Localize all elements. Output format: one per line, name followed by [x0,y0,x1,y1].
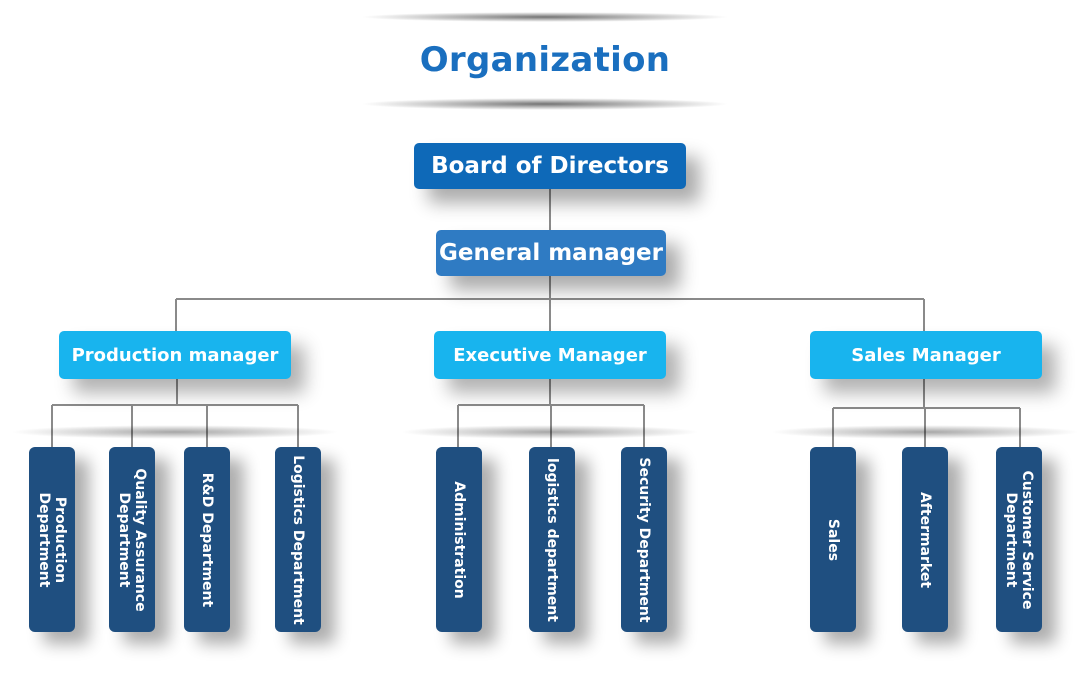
page-title: Organization [419,40,671,80]
dept-security-label: Security Department [636,456,652,623]
title-shadow-bottom [360,98,730,110]
dept-logistics-label: Logistics Department [290,454,306,625]
dept-customer-service-label: Customer Service Department [1003,470,1035,609]
dept-administration: Administration [436,447,482,632]
dept-production: Production Department [29,447,75,632]
dept-logistics: Logistics Department [275,447,321,632]
dept-quality-assurance: Quality Assurance Department [109,447,155,632]
title-shadow-top [360,12,730,22]
board-of-directors-box: Board of Directors [414,143,686,189]
dept-administration-label: Administration [451,480,467,599]
dept-rd: R&D Department [184,447,230,632]
dept-aftermarket: Aftermarket [902,447,948,632]
dept-production-label: Production Department [36,492,68,587]
dept-customer-service: Customer Service Department [996,447,1042,632]
ground-shadow-production [10,425,340,439]
general-manager-box: General manager [436,230,666,276]
dept-quality-assurance-label: Quality Assurance Department [116,467,148,612]
dept-logistics-exec-label: logistics department [544,457,560,622]
executive-manager-box: Executive Manager [434,331,666,379]
production-manager-box: Production manager [59,331,291,379]
title-band [360,14,730,106]
sales-manager-box: Sales Manager [810,331,1042,379]
dept-logistics-exec: logistics department [529,447,575,632]
ground-shadow-sales [770,425,1080,439]
dept-sales: Sales [810,447,856,632]
dept-sales-label: Sales [825,518,841,561]
ground-shadow-executive [400,425,700,439]
dept-aftermarket-label: Aftermarket [917,491,933,588]
dept-rd-label: R&D Department [199,472,215,607]
dept-security: Security Department [621,447,667,632]
